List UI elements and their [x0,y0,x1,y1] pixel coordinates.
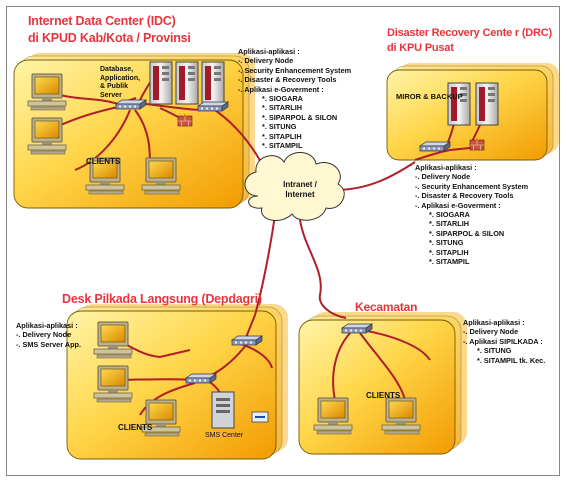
server-rack-icon [447,82,471,126]
server-rack-icon [475,82,499,126]
sms-tower-icon [251,411,269,423]
desk-clients-label: CLIENTS [118,423,153,432]
server-rack-icon [201,61,225,105]
pc-icon [27,73,67,111]
desk-apps-list: Aplikasi-aplikasi : -. Delivery Node -. … [16,321,82,349]
pc-icon [381,397,421,435]
kecamatan-clients-label: CLIENTS [366,391,401,400]
cloud-icon [244,152,345,222]
server-rack-icon [175,61,199,105]
sms-server-icon [211,391,235,429]
pc-icon [93,321,133,359]
idc-title-line2: di KPUD Kab/Kota / Provinsi [28,31,191,45]
drc-mirror-label: MIROR & BACKUP [396,92,463,101]
pc-icon [27,117,67,155]
network-switch-icon [231,335,263,346]
drc-title-line1: Disaster Recovery Cente r (DRC) [387,27,552,39]
drc-title-line2: di KPU Pusat [387,42,454,54]
kecamatan-title: Kecamatan [355,300,418,314]
network-switch-icon [115,99,147,110]
idc-apps-list: Aplikasi-aplikasi : -. Delivery Node -. … [238,47,352,151]
pc-icon [93,365,133,403]
network-switch-icon [341,323,373,334]
network-switch-icon [185,373,217,384]
network-switch-icon [419,141,451,152]
diagram-frame [6,6,560,476]
network-switch-icon [197,101,229,112]
pc-icon [313,397,353,435]
drc-apps-list: Aplikasi-aplikasi : -. Delivery Node -. … [415,163,529,267]
kecamatan-apps-list: Aplikasi-aplikasi : -. Delivery Node -. … [463,318,546,365]
idc-clients-label: CLIENTS [86,157,121,166]
idc-title-line1: Internet Data Center (IDC) [28,14,176,28]
desk-title: Desk Pilkada Langsung (Depdagri) [62,292,262,306]
server-rack-icon [149,61,173,105]
sms-center-label: SMS Center [205,432,244,439]
cloud-label: Intranet / Internet [283,180,317,199]
pc-icon [141,157,181,195]
idc-server-label: Database, Application, & Publik Server [100,66,141,99]
